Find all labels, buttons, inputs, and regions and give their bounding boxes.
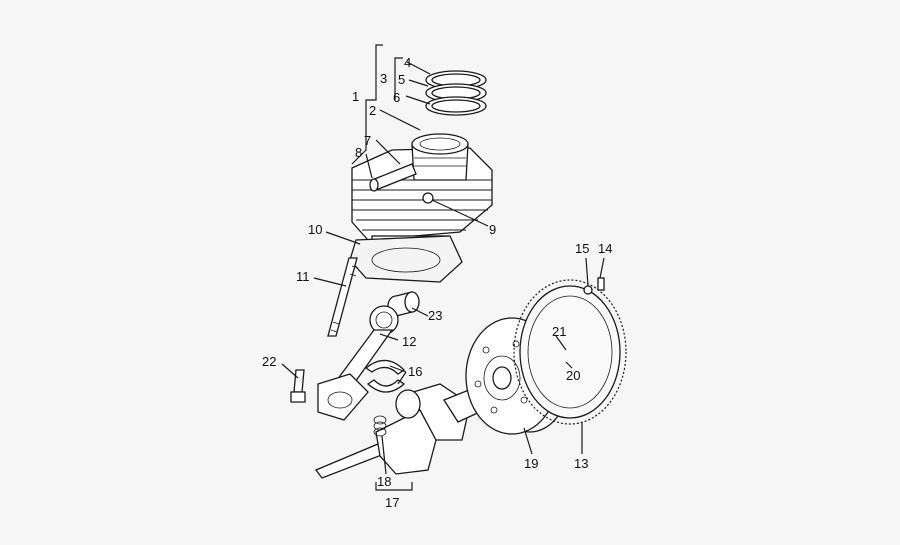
base-gasket	[349, 235, 463, 283]
connecting-rod	[317, 305, 399, 421]
callout-1: 1	[352, 89, 359, 104]
circlip	[422, 192, 434, 204]
leader-lines	[281, 44, 605, 491]
callout-10: 10	[308, 222, 322, 237]
callout-8: 8	[355, 145, 362, 160]
callout-labels: 1 2 3 4 5 6 7 8 9 10 11 12 13 14 15 16 1…	[262, 55, 612, 510]
callout-13: 13	[574, 456, 588, 471]
callout-15: 15	[575, 241, 589, 256]
crankshaft	[314, 383, 489, 479]
callout-4: 4	[404, 55, 411, 70]
callout-9: 9	[489, 222, 496, 237]
callout-21: 21	[552, 324, 566, 339]
callout-19: 19	[524, 456, 538, 471]
callout-23: 23	[428, 308, 442, 323]
bearing-shells	[364, 359, 406, 393]
callout-18: 18	[377, 474, 391, 489]
callout-5: 5	[398, 72, 405, 87]
callout-22: 22	[262, 354, 276, 369]
piston-rings	[425, 70, 487, 116]
piston	[411, 133, 469, 181]
callout-2: 2	[369, 103, 376, 118]
ring-gear	[513, 279, 627, 425]
callout-7: 7	[364, 133, 371, 148]
callout-3: 3	[380, 71, 387, 86]
piston-pin	[369, 163, 417, 192]
rod-bolt	[290, 369, 306, 403]
callout-6: 6	[393, 90, 400, 105]
callout-11: 11	[296, 269, 310, 284]
crank-spring	[373, 415, 387, 437]
cylinder-stud	[327, 257, 359, 337]
callout-20: 20	[566, 368, 580, 383]
callout-16: 16	[408, 364, 422, 379]
callout-12: 12	[402, 334, 416, 349]
callout-17: 17	[385, 495, 399, 510]
callout-14: 14	[598, 241, 612, 256]
